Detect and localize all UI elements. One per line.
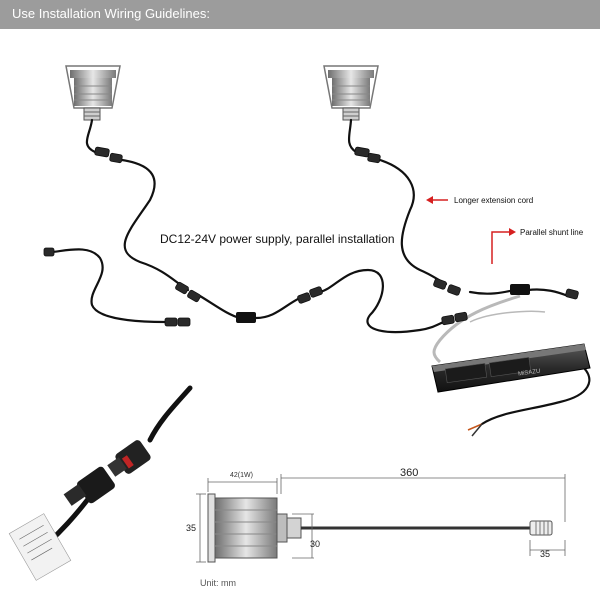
- header-bar: Use Installation Wiring Guidelines:: [0, 0, 600, 29]
- light-fixture-2: [323, 65, 379, 121]
- dimension-drawing: 42(1W) 360 35 30 35 Unit: mm: [186, 467, 566, 588]
- power-driver: MiSAZU: [431, 343, 591, 393]
- shunt-arrow: [491, 228, 516, 264]
- width-dimension-label: 42(1W): [230, 472, 253, 479]
- header-title: Use Installation Wiring Guidelines:: [12, 6, 210, 21]
- cable-length-label: 360: [400, 467, 418, 479]
- connector-dimension-label: 35: [540, 549, 550, 559]
- light-fixture-1: [65, 65, 121, 121]
- base-dimension-label: 30: [310, 539, 320, 549]
- cable-network: [25, 118, 591, 563]
- power-input-cable: [432, 294, 521, 364]
- height-dimension-label: 35: [186, 523, 196, 533]
- connector-closeup: [8, 440, 151, 581]
- inline-connectors: [43, 146, 579, 327]
- driver-brand: MiSAZU: [518, 369, 541, 378]
- splitter-left: [236, 312, 256, 323]
- extension-label: Longer extension cord: [454, 196, 533, 205]
- power-supply-label: DC12-24V power supply, parallel installa…: [160, 232, 395, 246]
- shunt-label: Parallel shunt line: [520, 228, 584, 237]
- splitter-right: [510, 284, 530, 295]
- power-thin-cable: [469, 310, 546, 323]
- wire-ends: [467, 423, 483, 437]
- extension-arrow: [426, 196, 448, 204]
- unit-label: Unit: mm: [200, 578, 236, 588]
